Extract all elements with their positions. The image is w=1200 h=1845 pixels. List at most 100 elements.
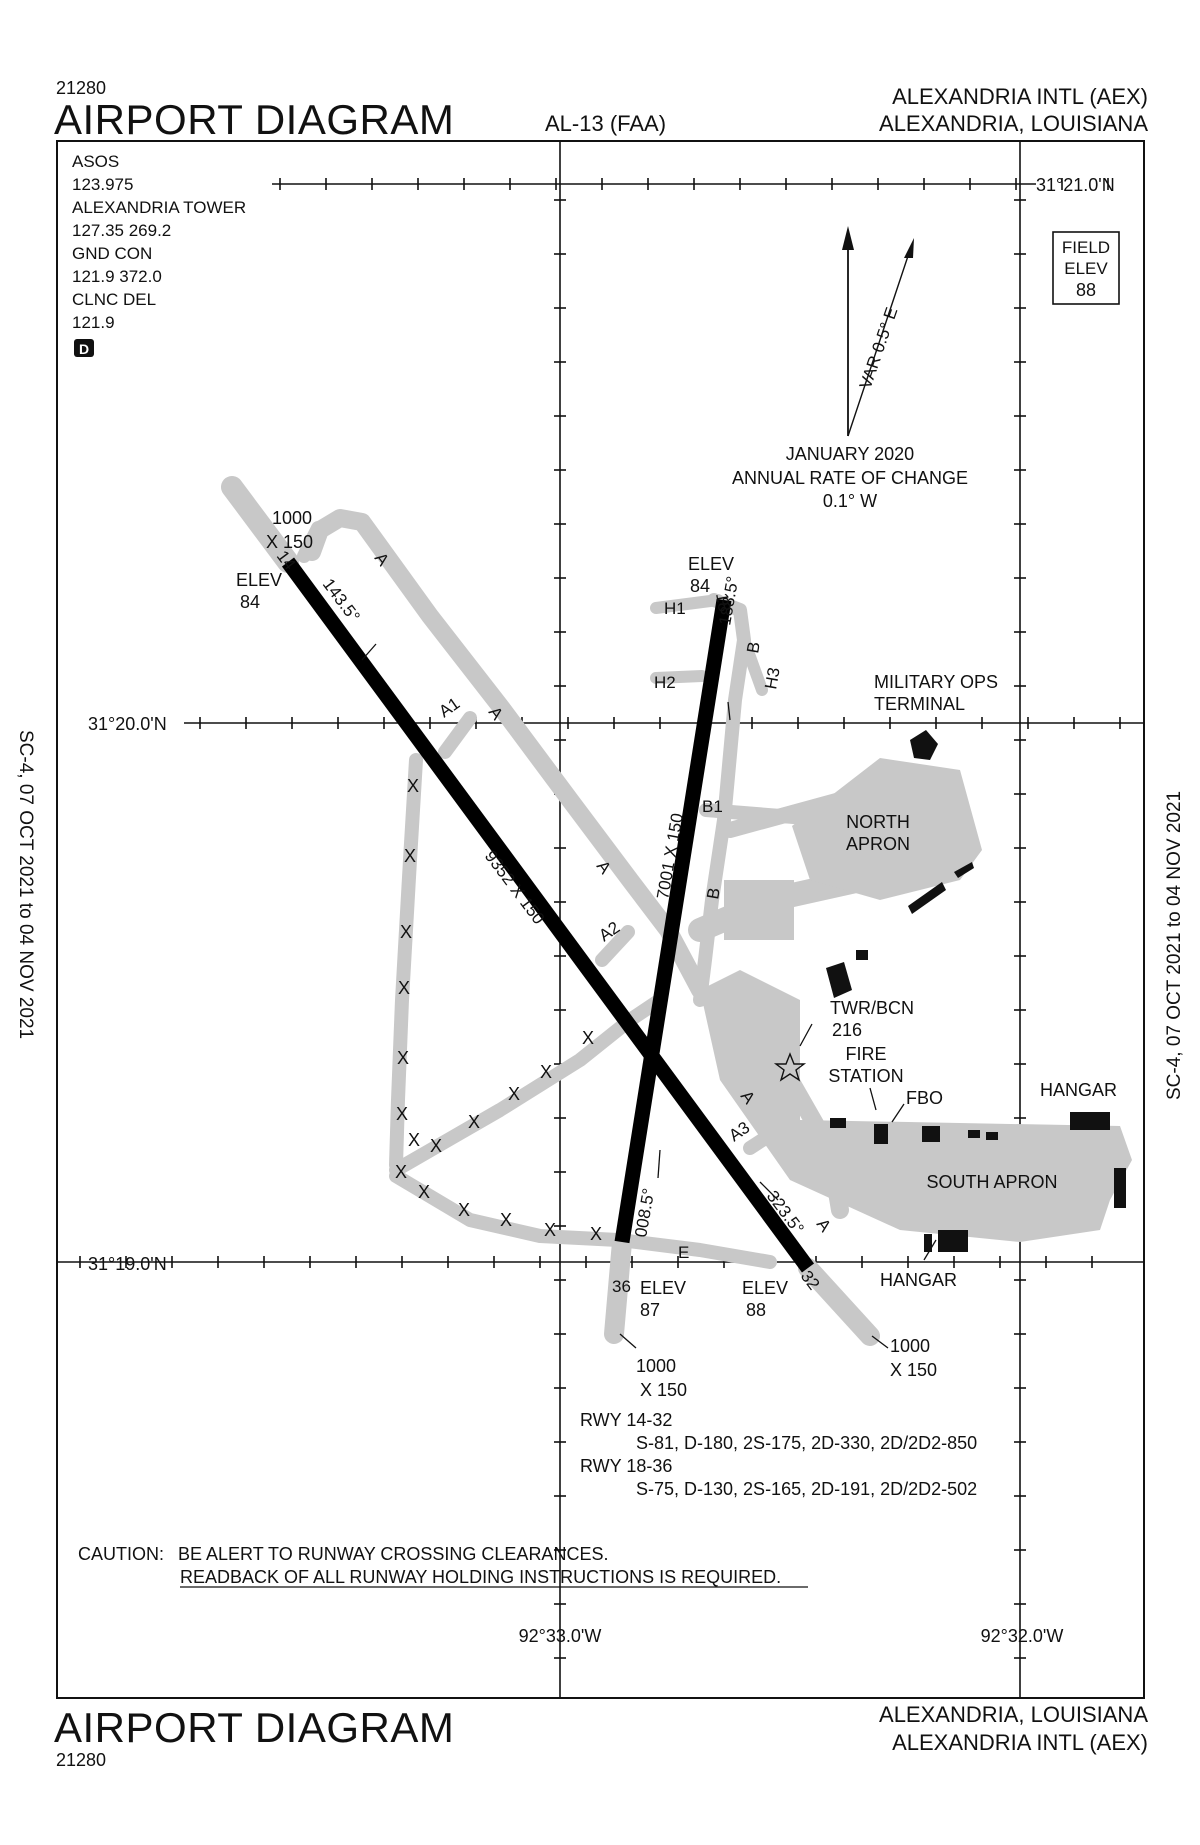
freq-line: 121.9	[72, 313, 115, 332]
closed-x-mark: X	[544, 1220, 556, 1240]
field-elev-label-1: FIELD	[1062, 238, 1110, 257]
runway-18-36	[614, 598, 732, 1244]
military-ops-label-1: MILITARY OPS	[874, 672, 998, 692]
runways	[281, 557, 815, 1273]
closed-taxiway-marks: X X X X X X X X X X X X X X X X X X	[395, 776, 602, 1244]
overrun-nw-label-2: X 150	[266, 532, 313, 552]
hangar-east	[1070, 1112, 1110, 1130]
footer-location: ALEXANDRIA, LOUISIANA	[879, 1702, 1148, 1727]
closed-x-mark: X	[468, 1112, 480, 1132]
closed-x-mark: X	[398, 978, 410, 998]
closed-x-mark: X	[397, 1048, 409, 1068]
taxiway-h3-label: H3	[761, 666, 783, 691]
apron-building	[986, 1132, 998, 1140]
heading-arrow-36	[657, 1149, 661, 1179]
facility-labels: MILITARY OPS TERMINAL NORTH APRON TWR/BC…	[828, 672, 1117, 1290]
elev-14-label: ELEV	[236, 570, 282, 590]
lon-label-left: 92°33.0'W	[519, 1626, 602, 1646]
field-elevation-frame	[1052, 231, 1120, 305]
freq-line: 127.35 269.2	[72, 221, 171, 240]
footer-title: AIRPORT DIAGRAM	[54, 1704, 454, 1751]
north-apron-hangar-1	[908, 882, 946, 914]
frequency-list: ASOS 123.975 ALEXANDRIA TOWER 127.35 269…	[72, 152, 246, 357]
building-block	[856, 950, 868, 960]
map-frame	[56, 140, 1145, 1699]
strength-line: S-81, D-180, 2S-175, 2D-330, 2D/2D2-850	[636, 1433, 977, 1453]
tower-building	[826, 962, 852, 998]
fire-station-building	[830, 1118, 846, 1128]
runway-18-number: 18	[712, 591, 734, 613]
overrun-32-label-1: 1000	[890, 1336, 930, 1356]
bearing-strength: RWY 14-32 S-81, D-180, 2S-175, 2D-330, 2…	[580, 1410, 977, 1499]
leader-hangar-south	[923, 1239, 937, 1261]
field-elevation-box: FIELD ELEV 88	[1052, 231, 1120, 305]
north-apron-hangar-2	[954, 862, 974, 878]
taxiway-a-stub	[297, 521, 325, 563]
leader-overrun-36	[619, 1333, 637, 1349]
freq-line: GND CON	[72, 244, 152, 263]
taxiway-b-label: B	[703, 886, 724, 900]
taxiway-a2	[595, 925, 635, 967]
header-code: 21280	[56, 78, 106, 98]
aprons	[700, 758, 1132, 1242]
closed-x-mark: X	[508, 1084, 520, 1104]
header-title: AIRPORT DIAGRAM	[54, 96, 454, 143]
magnetic-north-arrow-icon	[904, 238, 914, 258]
closed-x-mark: X	[408, 1130, 420, 1150]
magnetic-date: JANUARY 2020	[786, 444, 914, 464]
closed-x-mark: X	[396, 1104, 408, 1124]
south-apron	[700, 970, 1132, 1242]
taxiway-e-label: E	[678, 1243, 689, 1262]
taxiway-closed-diagonal	[389, 993, 667, 1177]
strength-line: S-75, D-130, 2S-165, 2D-191, 2D/2D2-502	[636, 1479, 977, 1499]
field-elev-label-2: ELEV	[1064, 259, 1108, 278]
closed-x-mark: X	[395, 1162, 407, 1182]
overrun-nw-label-1: 1000	[272, 508, 312, 528]
heading-arrow-14	[361, 643, 377, 661]
closed-x-mark: X	[404, 846, 416, 866]
leader-fire	[869, 1087, 877, 1111]
heading-arrow-18	[727, 701, 731, 721]
elev-32-label: ELEV	[742, 1278, 788, 1298]
magnetic-variation: VAR 0.5° E JANUARY 2020 ANNUAL RATE OF C…	[732, 226, 968, 511]
hangar-south-label: HANGAR	[880, 1270, 957, 1290]
elev-14-value: 84	[240, 592, 260, 612]
fbo-building	[874, 1124, 888, 1144]
elev-36-value: 87	[640, 1300, 660, 1320]
taxiway-a-label: A	[813, 1215, 835, 1236]
elev-18-value: 84	[690, 576, 710, 596]
fire-station-label-2: STATION	[828, 1066, 903, 1086]
true-north-arrow-icon	[842, 226, 854, 250]
lat-label-bot: 31°19.0'N	[88, 1254, 167, 1274]
header-procedure: AL-13 (FAA)	[545, 111, 666, 136]
variation-label: VAR 0.5° E	[856, 305, 902, 391]
freq-line: ALEXANDRIA TOWER	[72, 198, 246, 217]
overrun-36-label-2: X 150	[640, 1380, 687, 1400]
elev-36-label: ELEV	[640, 1278, 686, 1298]
taxiway-h2-label: H2	[654, 673, 676, 692]
fire-station-label-1: FIRE	[845, 1044, 886, 1064]
closed-x-mark: X	[430, 1136, 442, 1156]
runway-36-number: 36	[612, 1277, 631, 1296]
leader-twr	[799, 1023, 813, 1047]
field-elev-value: 88	[1076, 280, 1096, 300]
buildings	[826, 730, 1126, 1252]
datalink-badge	[74, 339, 94, 357]
hangar-south	[938, 1230, 968, 1252]
datalink-badge-label: D	[79, 341, 89, 357]
header-airport: ALEXANDRIA INTL (AEX)	[892, 84, 1148, 109]
side-note-right: SC-4, 07 OCT 2021 to 04 NOV 2021	[1164, 791, 1185, 1100]
east-buildings	[1114, 1168, 1126, 1208]
taxiway-b-label: B	[743, 640, 764, 654]
footer-airport: ALEXANDRIA INTL (AEX)	[892, 1730, 1148, 1755]
freq-line: 123.975	[72, 175, 133, 194]
taxiway-e	[613, 1233, 777, 1269]
tower-elevation: 216	[832, 1020, 862, 1040]
lat-label-mid: 31°20.0'N	[88, 714, 167, 734]
taxiway-b1-label: B1	[702, 797, 723, 816]
caution-line-2: READBACK OF ALL RUNWAY HOLDING INSTRUCTI…	[180, 1567, 781, 1587]
caution-note: CAUTION: BE ALERT TO RUNWAY CROSSING CLE…	[78, 1544, 808, 1588]
magnetic-north-line	[847, 243, 913, 437]
